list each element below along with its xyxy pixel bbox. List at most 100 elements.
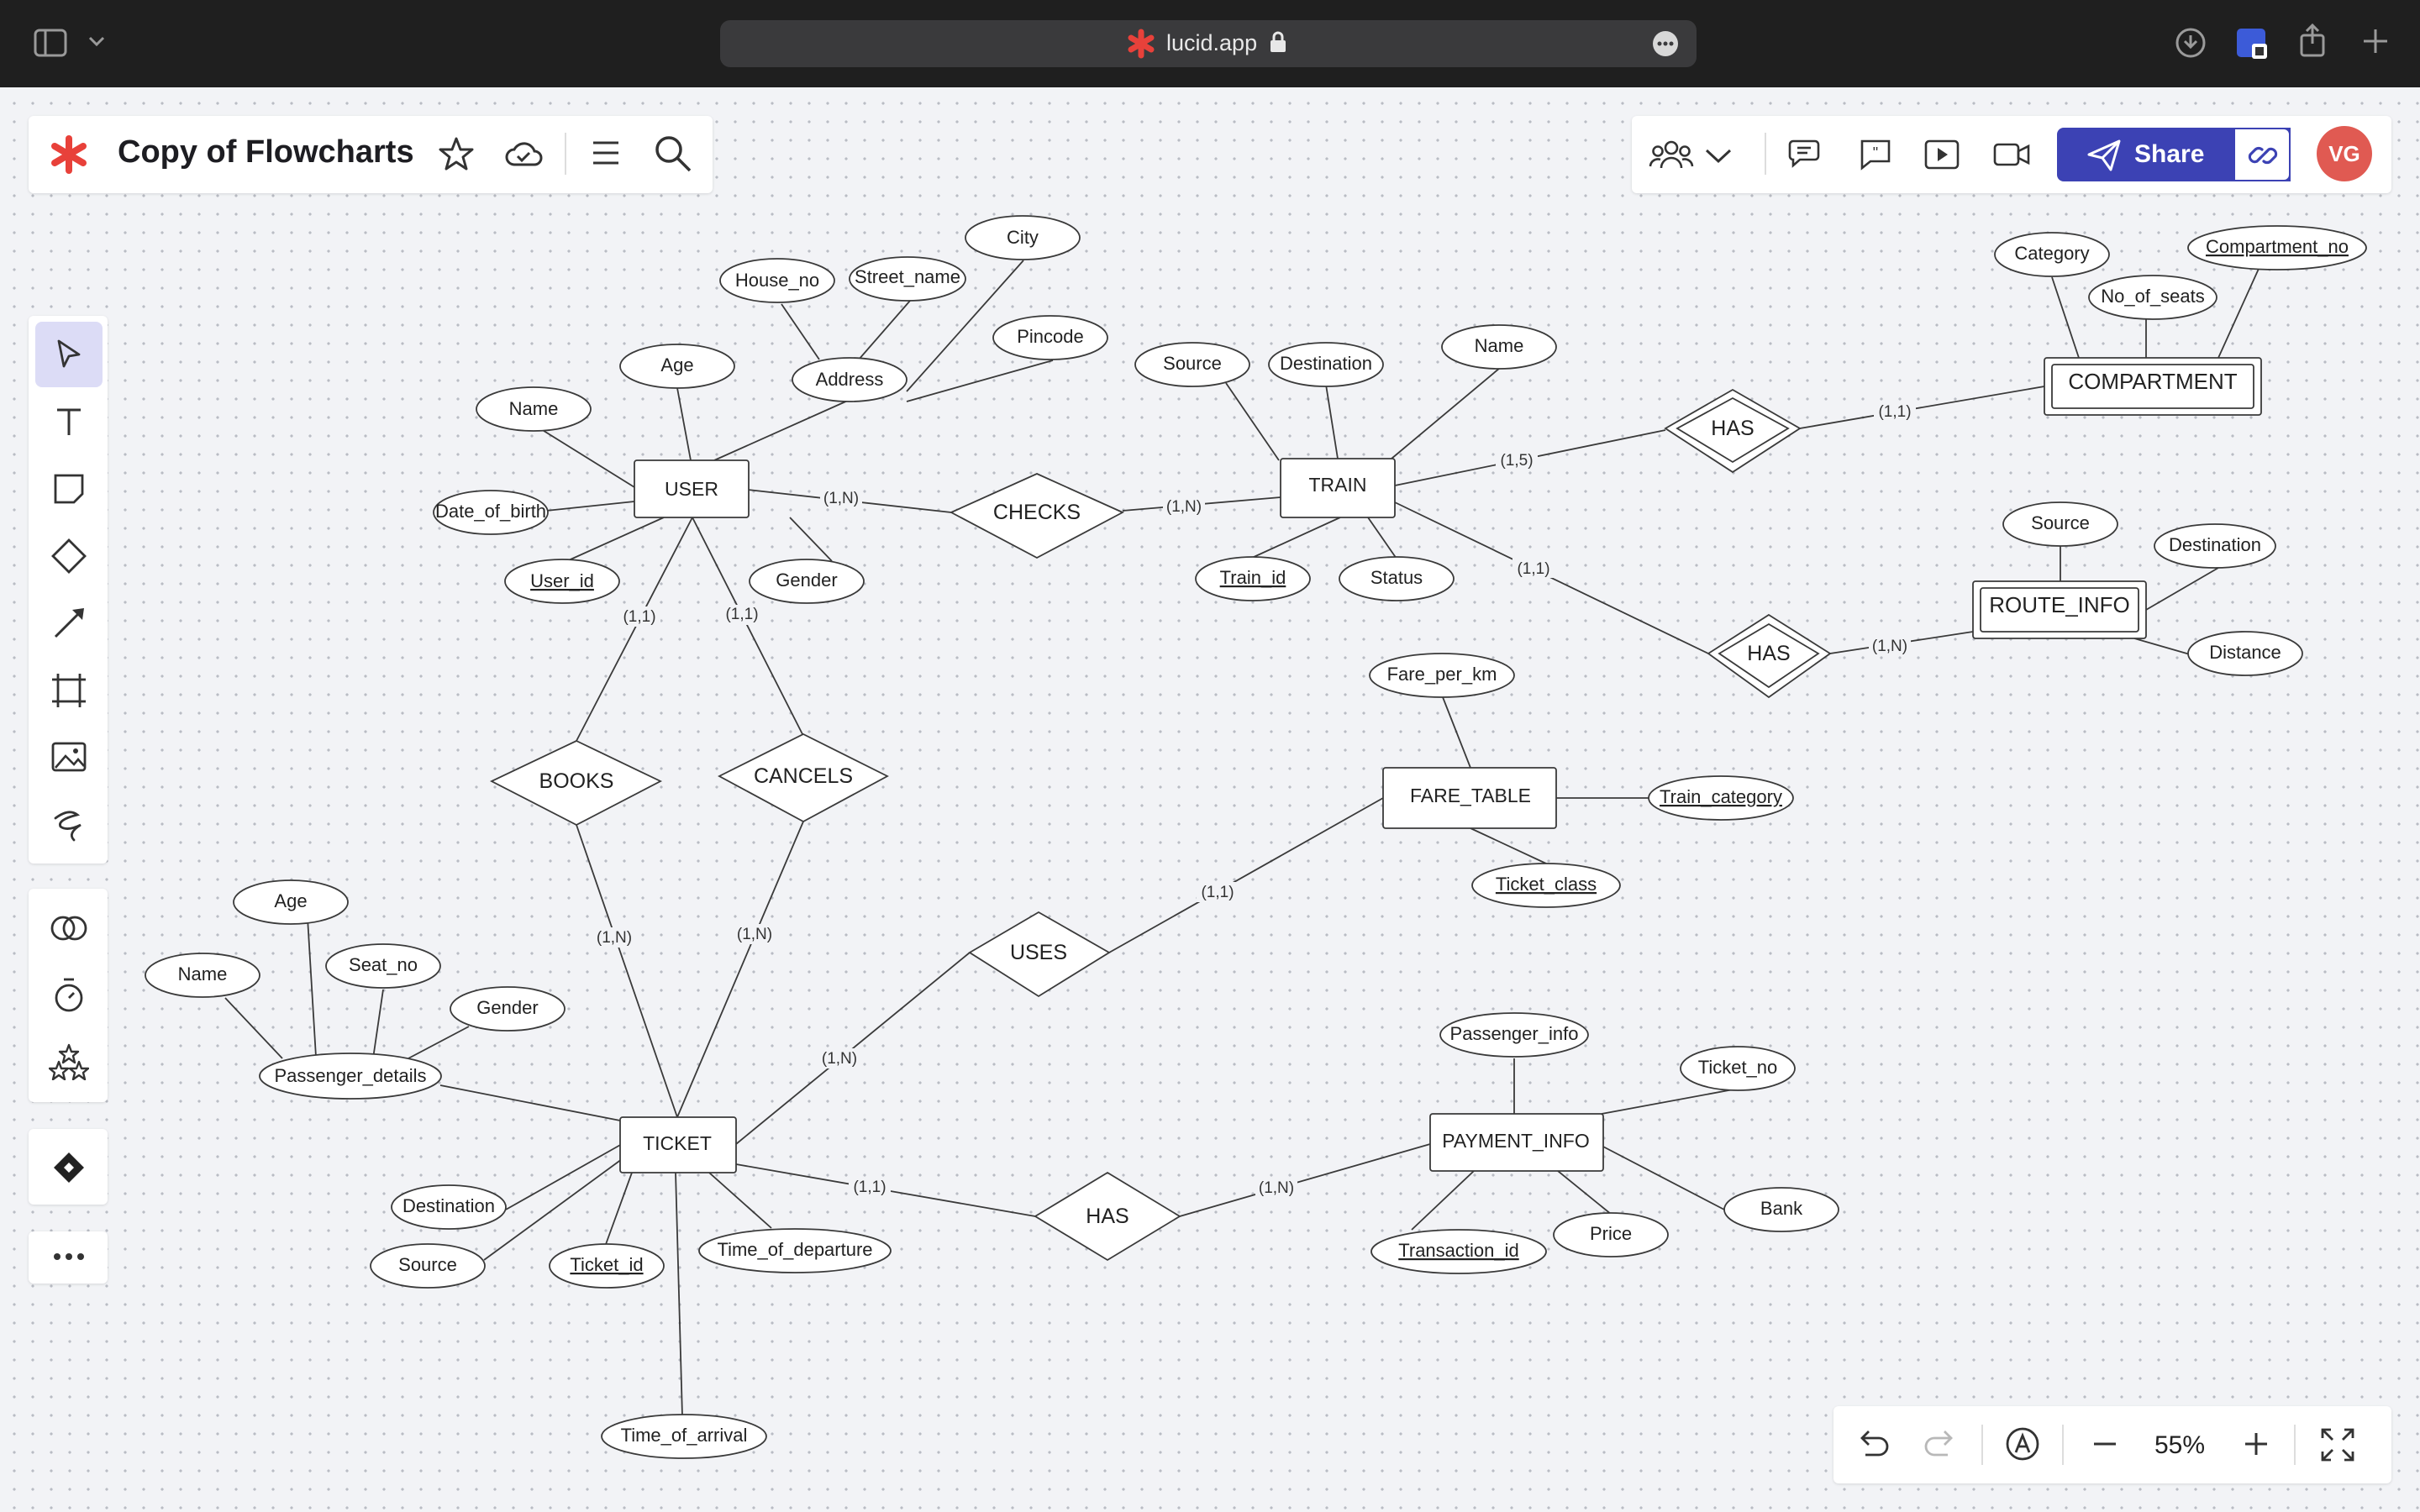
relationship-checks[interactable]	[949, 473, 1125, 559]
new-tab-icon[interactable]	[2361, 27, 2390, 55]
select-tool-icon[interactable]	[52, 338, 86, 371]
attribute-age[interactable]	[619, 344, 735, 389]
redo-icon[interactable]	[1923, 1428, 1958, 1458]
shapes-tool-icon[interactable]	[50, 538, 87, 575]
relationship-uses[interactable]	[968, 911, 1111, 998]
attribute-date-of-birth[interactable]	[433, 490, 549, 535]
entity-fare-table[interactable]	[1382, 767, 1557, 829]
video-call-icon[interactable]	[1993, 141, 2030, 168]
image-tool-icon[interactable]	[50, 741, 87, 774]
fullscreen-icon[interactable]	[2321, 1428, 2354, 1462]
zoom-level[interactable]: 55%	[2154, 1431, 2206, 1459]
attribute-passenger-info[interactable]	[1439, 1012, 1589, 1058]
attribute-time-of-arrival[interactable]	[601, 1414, 767, 1459]
attribute-ticket-id[interactable]	[549, 1243, 665, 1289]
zoom-out-icon[interactable]	[2092, 1433, 2118, 1455]
attribute-destination[interactable]	[1268, 342, 1384, 387]
attribute-price[interactable]	[1553, 1212, 1669, 1257]
line-tool-icon[interactable]	[52, 606, 86, 640]
tool-active-highlight	[35, 322, 103, 387]
attribute-passenger-age[interactable]	[233, 879, 349, 925]
star-icon[interactable]	[439, 136, 474, 171]
cardinality-label: (1,1)	[1517, 560, 1549, 578]
text-tool-icon[interactable]	[52, 405, 86, 438]
attribute-transaction-id[interactable]	[1370, 1229, 1547, 1274]
document-title[interactable]: Copy of Flowcharts	[118, 134, 414, 170]
attribute-ticket-class[interactable]	[1471, 863, 1621, 908]
attribute-gender[interactable]	[749, 559, 865, 604]
freehand-draw-tool-icon[interactable]	[50, 806, 87, 843]
more-options-icon[interactable]	[1652, 30, 1679, 57]
attribute-status[interactable]	[1339, 556, 1455, 601]
entity-train[interactable]	[1280, 458, 1396, 518]
address-bar[interactable]	[720, 20, 1697, 67]
sidebar-toggle-icon[interactable]	[34, 29, 67, 57]
share-label: Share	[2134, 140, 2205, 168]
comments-icon[interactable]	[1788, 138, 1825, 171]
attribute-train-category[interactable]	[1648, 775, 1794, 821]
search-icon[interactable]	[654, 134, 692, 173]
entity-payment-info[interactable]	[1429, 1113, 1604, 1172]
zoom-in-icon[interactable]	[2244, 1431, 2269, 1457]
venn-diagram-icon[interactable]	[49, 914, 89, 942]
attribute-compartment-no[interactable]	[2187, 225, 2367, 270]
cardinality-label: (1,5)	[1500, 452, 1533, 470]
sticky-note-tool-icon[interactable]	[52, 472, 86, 506]
entity-user[interactable]	[634, 459, 750, 518]
attribute-train-name[interactable]	[1441, 324, 1557, 370]
present-icon[interactable]	[1924, 139, 1960, 170]
attribute-ticket-destination[interactable]	[391, 1184, 507, 1230]
download-icon[interactable]	[2175, 27, 2207, 59]
document-header-panel	[29, 116, 713, 193]
cloud-saved-icon[interactable]	[504, 138, 543, 170]
attribute-user-id[interactable]	[504, 559, 620, 604]
attribute-train-id[interactable]	[1195, 556, 1311, 601]
diamond-integration-icon[interactable]	[52, 1151, 86, 1184]
entity-label: TICKET	[643, 1132, 712, 1154]
attribute-house-no[interactable]	[719, 258, 835, 303]
relationship-has-compartment[interactable]	[1664, 388, 1802, 474]
attribute-label: Destination	[2169, 534, 2261, 555]
attribute-fare-per-km[interactable]	[1369, 653, 1515, 698]
attribute-passenger-gender[interactable]	[450, 986, 566, 1032]
feedback-icon[interactable]: "	[1859, 138, 1892, 171]
attribute-no-of-seats[interactable]	[2088, 275, 2217, 320]
chevron-down-icon[interactable]	[87, 35, 106, 49]
attribute-city[interactable]	[965, 215, 1081, 260]
attribute-distance[interactable]	[2187, 631, 2303, 676]
relationship-cancels[interactable]	[718, 732, 889, 823]
attribute-passenger-details[interactable]	[259, 1053, 442, 1100]
attribute-passenger-name[interactable]	[145, 953, 260, 998]
entity-label: COMPARTMENT	[2068, 369, 2237, 394]
relationship-books[interactable]	[489, 740, 663, 827]
timer-icon[interactable]	[52, 976, 86, 1013]
attribute-ticket-source[interactable]	[370, 1243, 486, 1289]
relationship-has-route[interactable]	[1707, 613, 1832, 699]
relationship-has-payment[interactable]	[1034, 1171, 1181, 1262]
attribute-seat-no[interactable]	[325, 943, 441, 989]
attribute-route-destination[interactable]	[2154, 523, 2276, 569]
attribute-source[interactable]	[1134, 342, 1250, 387]
lucid-logo-icon[interactable]	[49, 134, 89, 175]
undo-icon[interactable]	[1855, 1428, 1891, 1458]
attribute-ticket-no[interactable]	[1680, 1046, 1796, 1091]
chevron-down-icon[interactable]	[1704, 148, 1733, 165]
attribute-name[interactable]	[476, 386, 592, 432]
menu-icon[interactable]	[592, 139, 620, 166]
accessibility-icon[interactable]	[2005, 1426, 2040, 1462]
user-avatar[interactable]: VG	[2317, 126, 2372, 181]
collaborators-icon[interactable]	[1649, 138, 1694, 171]
frame-tool-icon[interactable]	[50, 672, 87, 709]
extension-icon[interactable]	[2235, 27, 2269, 60]
more-horizontal-icon[interactable]	[52, 1250, 86, 1263]
attribute-address[interactable]	[792, 357, 908, 402]
attribute-bank[interactable]	[1723, 1187, 1839, 1232]
share-page-icon[interactable]	[2299, 24, 2326, 59]
attribute-route-source[interactable]	[2002, 501, 2118, 547]
attribute-street-name[interactable]	[849, 256, 966, 302]
attribute-category[interactable]	[1994, 232, 2110, 277]
entity-ticket[interactable]	[619, 1116, 737, 1173]
attribute-pincode[interactable]	[992, 315, 1108, 360]
stars-rating-icon[interactable]	[49, 1043, 89, 1080]
attribute-time-of-departure[interactable]	[698, 1228, 892, 1273]
